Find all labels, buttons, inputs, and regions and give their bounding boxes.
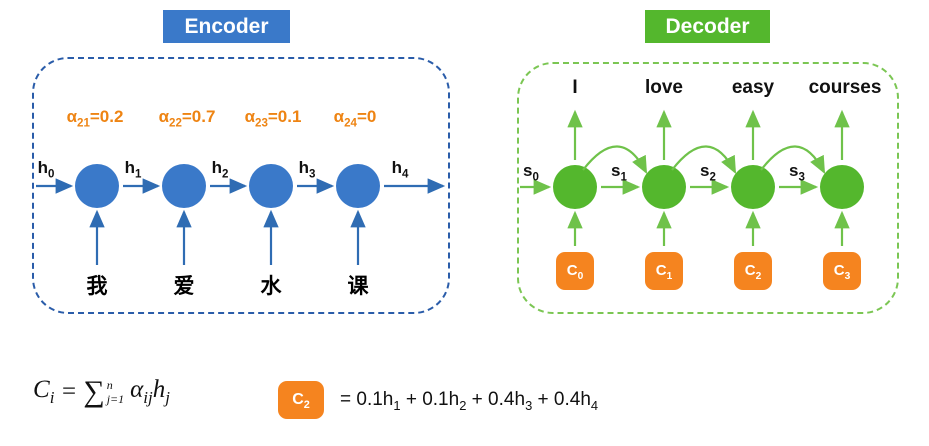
sum-lower-limit: j=1 — [106, 392, 125, 406]
alpha-weight-label: α22=0.7 — [158, 107, 216, 130]
h-state-label: h4 — [391, 158, 409, 181]
h-state-label: h3 — [298, 158, 316, 181]
expansion-term: + 0.4h4 — [532, 389, 599, 413]
output-token: I — [572, 77, 578, 98]
decoder-node — [642, 165, 686, 209]
output-token: easy — [731, 77, 775, 98]
h-state-label: h0 — [37, 158, 55, 181]
alpha-weight-label: α24=0 — [333, 107, 377, 130]
c2-expansion-formula: = 0.1h1 + 0.1h2 + 0.4h3 + 0.4h4 — [340, 389, 598, 413]
encoder-region — [32, 57, 450, 314]
output-token: love — [644, 77, 684, 98]
formula-equals: = — [60, 378, 78, 405]
encoder-node — [162, 164, 206, 208]
expansion-term: = 0.1h1 — [340, 389, 401, 413]
context-vector-box: C2 — [734, 252, 772, 290]
encoder-title: Encoder — [163, 10, 290, 43]
s-state-label: s2 — [700, 161, 716, 184]
decoder-node — [820, 165, 864, 209]
decoder-region — [517, 62, 899, 314]
s-state-label: s0 — [523, 161, 539, 184]
encoder-node — [75, 164, 119, 208]
context-vector-box: C3 — [823, 252, 861, 290]
input-token: 我 — [86, 275, 108, 298]
formula-ci: Ci — [33, 376, 55, 407]
expansion-term: + 0.1h2 — [400, 389, 467, 413]
decoder-node — [553, 165, 597, 209]
s-state-label: s1 — [611, 161, 627, 184]
formula-c2-box: C2 — [278, 381, 324, 419]
expansion-term: + 0.4h3 — [466, 389, 533, 413]
decoder-title: Decoder — [645, 10, 770, 43]
sum-upper-limit: n — [106, 377, 113, 392]
context-vector-box: C1 — [645, 252, 683, 290]
summation-symbol: ∑ n j=1 — [83, 375, 125, 408]
s-state-label: s3 — [789, 161, 805, 184]
input-token: 课 — [347, 275, 369, 298]
h-state-label: h2 — [211, 158, 229, 181]
encoder-node — [249, 164, 293, 208]
output-token: courses — [808, 77, 882, 98]
alpha-weight-label: α23=0.1 — [244, 107, 302, 130]
h-state-label: h1 — [124, 158, 142, 181]
input-token: 水 — [260, 275, 282, 298]
alpha-weight-label: α21=0.2 — [66, 107, 124, 130]
encoder-node — [336, 164, 380, 208]
decoder-node — [731, 165, 775, 209]
context-formula-general: Ci = ∑ n j=1 αijhj — [33, 376, 170, 408]
formula-alpha-term: αijhj — [130, 376, 170, 407]
input-token: 爱 — [173, 275, 195, 298]
context-vector-box: C0 — [556, 252, 594, 290]
